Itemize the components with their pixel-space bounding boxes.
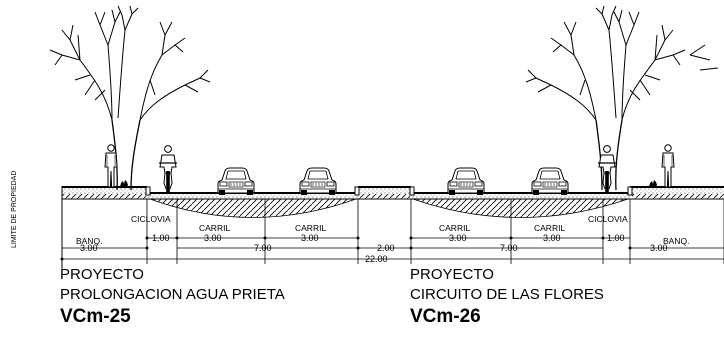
label-banq-left: BANQ. <box>76 236 102 246</box>
label-banq-right: BANQ. <box>663 236 689 246</box>
pedestrian-icon <box>661 144 675 188</box>
dim-roadway-left: 7.00 <box>254 243 272 253</box>
project-right-heading: PROYECTO <box>410 266 494 283</box>
label-ciclovia-right: CICLOVIA <box>588 214 628 224</box>
label-carril-1: CARRIL <box>199 223 230 233</box>
tree-right <box>525 5 719 191</box>
project-left-heading: PROYECTO <box>60 266 144 283</box>
dimension-ticks <box>60 236 632 261</box>
car-icon <box>531 167 569 196</box>
car-icon <box>299 167 337 196</box>
label-ciclovia-left: CICLOVIA <box>131 214 171 224</box>
label-carril-3: CARRIL <box>439 223 470 233</box>
dim-banq-right: 3.00 <box>650 243 668 253</box>
shrub-icon <box>120 180 128 187</box>
dim-banq-left: 3.00 <box>80 243 98 253</box>
project-right-code: VCm-26 <box>410 306 481 327</box>
project-right-name: CIRCUITO DE LAS FLORES <box>410 286 604 303</box>
dim-ciclovia-left: 1.00 <box>152 233 170 243</box>
car-icon <box>217 167 255 196</box>
dim-total: 22.00 <box>365 254 388 264</box>
dim-median: 2.00 <box>377 243 395 253</box>
car-icon <box>447 167 485 196</box>
property-limit-label: LIMITE DE PROPIEDAD <box>11 171 18 248</box>
project-left-code: VCm-25 <box>60 306 131 327</box>
dim-carril-1: 3.00 <box>204 233 222 243</box>
tree-left <box>49 5 211 191</box>
shrub-icon <box>649 180 657 187</box>
label-carril-4: CARRIL <box>534 223 565 233</box>
dim-ciclovia-right: 1.00 <box>607 233 625 243</box>
dim-roadway-right: 7.00 <box>500 243 518 253</box>
dim-carril-3: 3.00 <box>449 233 467 243</box>
label-carril-2: CARRIL <box>295 223 326 233</box>
project-left-name: PROLONGACION AGUA PRIETA <box>60 286 285 303</box>
ground-profile <box>62 186 724 218</box>
dim-carril-4: 3.00 <box>543 233 561 243</box>
dimension-lines <box>62 199 724 264</box>
cyclist-icon <box>158 145 178 194</box>
dim-carril-2: 3.00 <box>301 233 319 243</box>
